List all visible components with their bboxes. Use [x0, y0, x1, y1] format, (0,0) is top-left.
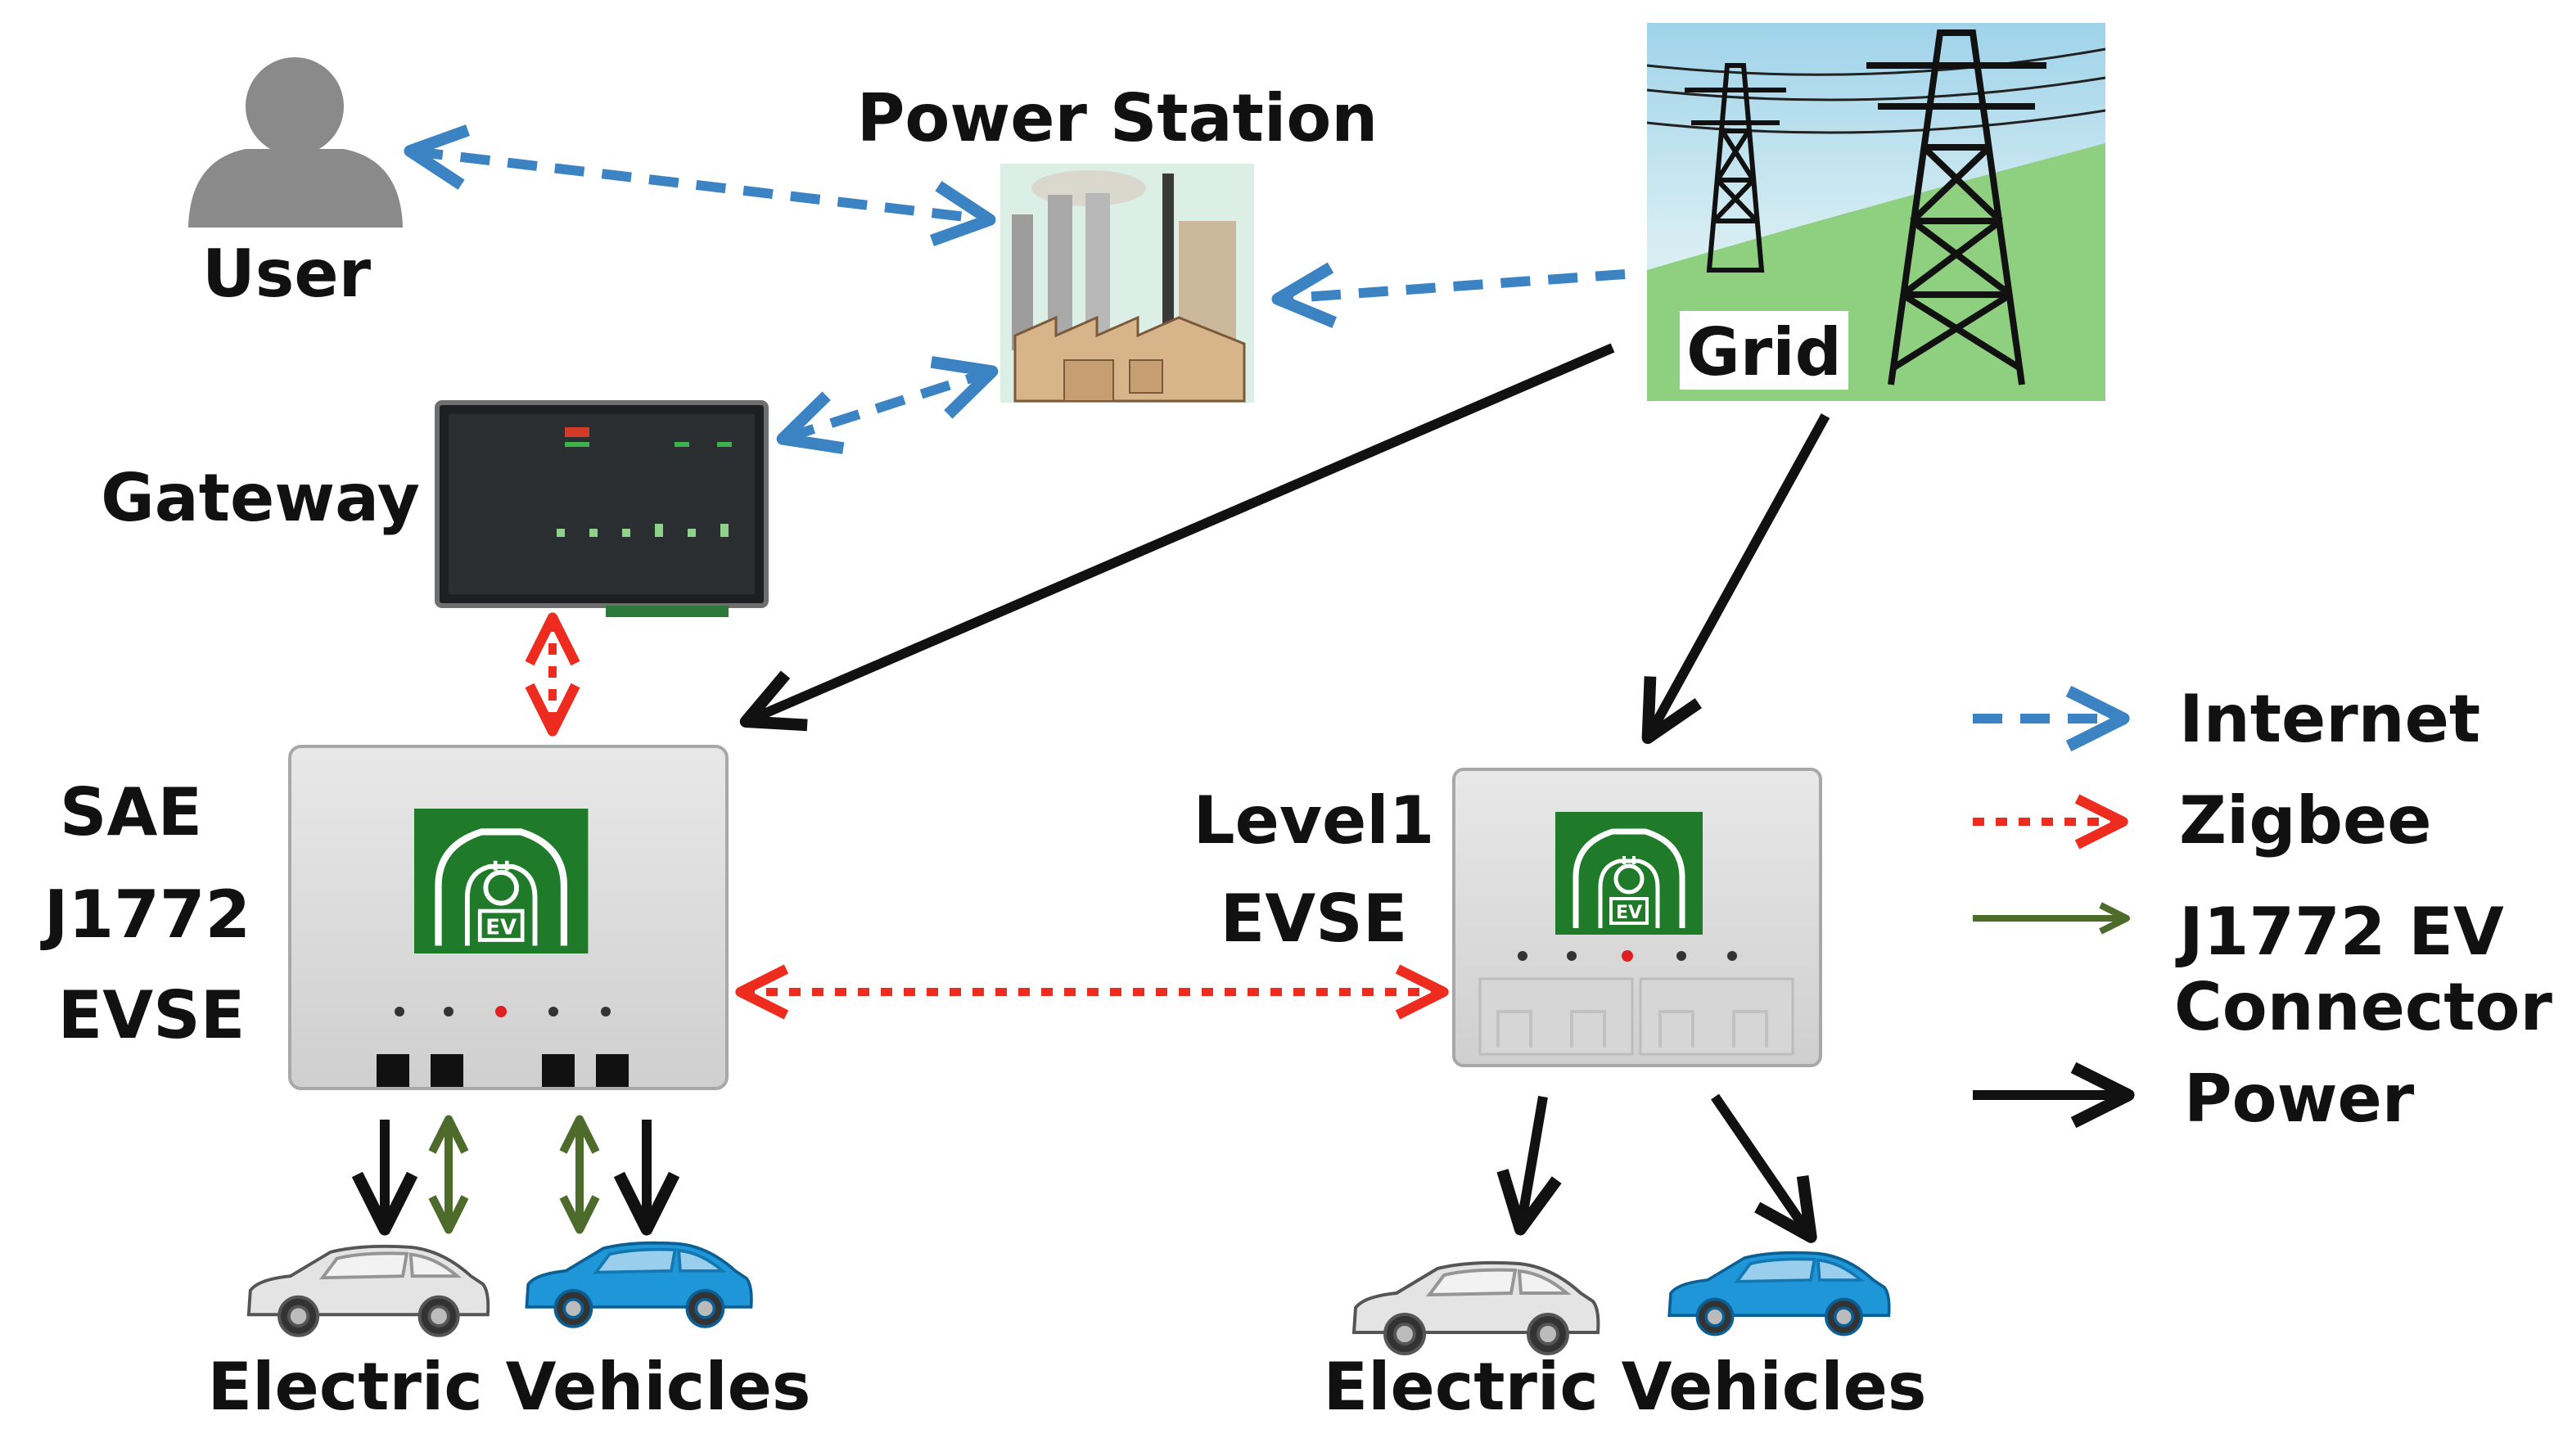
gateway-node: Gateway	[101, 400, 769, 617]
ev-group-left-label: Electric Vehicles	[207, 1349, 810, 1425]
legend-internet-label: Internet	[2179, 681, 2480, 757]
user-label: User	[202, 236, 372, 312]
internet-links	[404, 124, 1626, 454]
legend-power-label: Power	[2184, 1061, 2415, 1137]
sae-evse-node: SAE J1772 EVSE	[40, 745, 729, 1090]
power-grid-to-sae-evse	[739, 343, 1615, 732]
sae-evse-label-line-3: EVSE	[58, 977, 246, 1053]
white-car-icon	[1352, 1260, 1600, 1355]
power-level1-to-car-2	[1711, 1093, 1817, 1243]
ev-charger-icon	[288, 745, 729, 1090]
ev-group-right-label: Electric Vehicles	[1323, 1349, 1926, 1425]
legend: Internet Zigbee J1772 EV Connector Power	[1973, 681, 2552, 1137]
blue-car-icon	[1667, 1251, 1891, 1337]
power-grid-to-level1-evse	[1641, 413, 1830, 745]
legend-zigbee-label: Zigbee	[2179, 782, 2431, 859]
legend-item-zigbee: Zigbee	[1973, 782, 2431, 859]
zigbee-links	[525, 612, 1449, 1020]
grid-label: Grid	[1686, 314, 1842, 390]
level1-evse-label-line-1: Level1	[1193, 782, 1435, 859]
power-links	[351, 343, 1830, 1243]
transmission-tower-icon	[1646, 23, 2106, 401]
grid-node: Grid	[1646, 23, 2106, 401]
power-level1-to-car-1	[1496, 1095, 1562, 1236]
legend-item-internet: Internet	[1973, 681, 2480, 757]
level1-evse-label-line-2: EVSE	[1221, 881, 1408, 957]
gateway-label: Gateway	[101, 460, 420, 536]
user-node: User	[188, 57, 403, 312]
power-station-label: Power Station	[857, 80, 1378, 156]
ev-group-right: Electric Vehicles	[1323, 1251, 1927, 1425]
link-user-power-station	[404, 124, 996, 246]
legend-item-connector: J1772 EV Connector	[1973, 894, 2552, 1045]
sae-evse-label-line-2: J1772	[40, 877, 250, 953]
legend-connector-label-line-2: Connector	[2174, 969, 2552, 1045]
connector-links	[428, 1115, 600, 1234]
gateway-device-icon	[435, 400, 769, 617]
blue-car-icon	[525, 1241, 753, 1328]
white-car-icon	[246, 1244, 490, 1337]
user-silhouette-icon	[188, 57, 403, 228]
power-station-node: Power Station	[857, 80, 1378, 403]
link-grid-power-station	[1271, 262, 1626, 328]
ev-charger-icon	[1452, 768, 1822, 1067]
link-gateway-power-station	[776, 356, 999, 454]
legend-item-power: Power	[1973, 1061, 2415, 1137]
legend-connector-label-line-1: J1772 EV	[2175, 894, 2504, 970]
level1-evse-node: Level1 EVSE	[1193, 768, 1822, 1067]
sae-evse-label-line-1: SAE	[60, 774, 202, 850]
factory-icon	[1000, 164, 1254, 403]
ev-group-left: Electric Vehicles	[207, 1241, 811, 1425]
